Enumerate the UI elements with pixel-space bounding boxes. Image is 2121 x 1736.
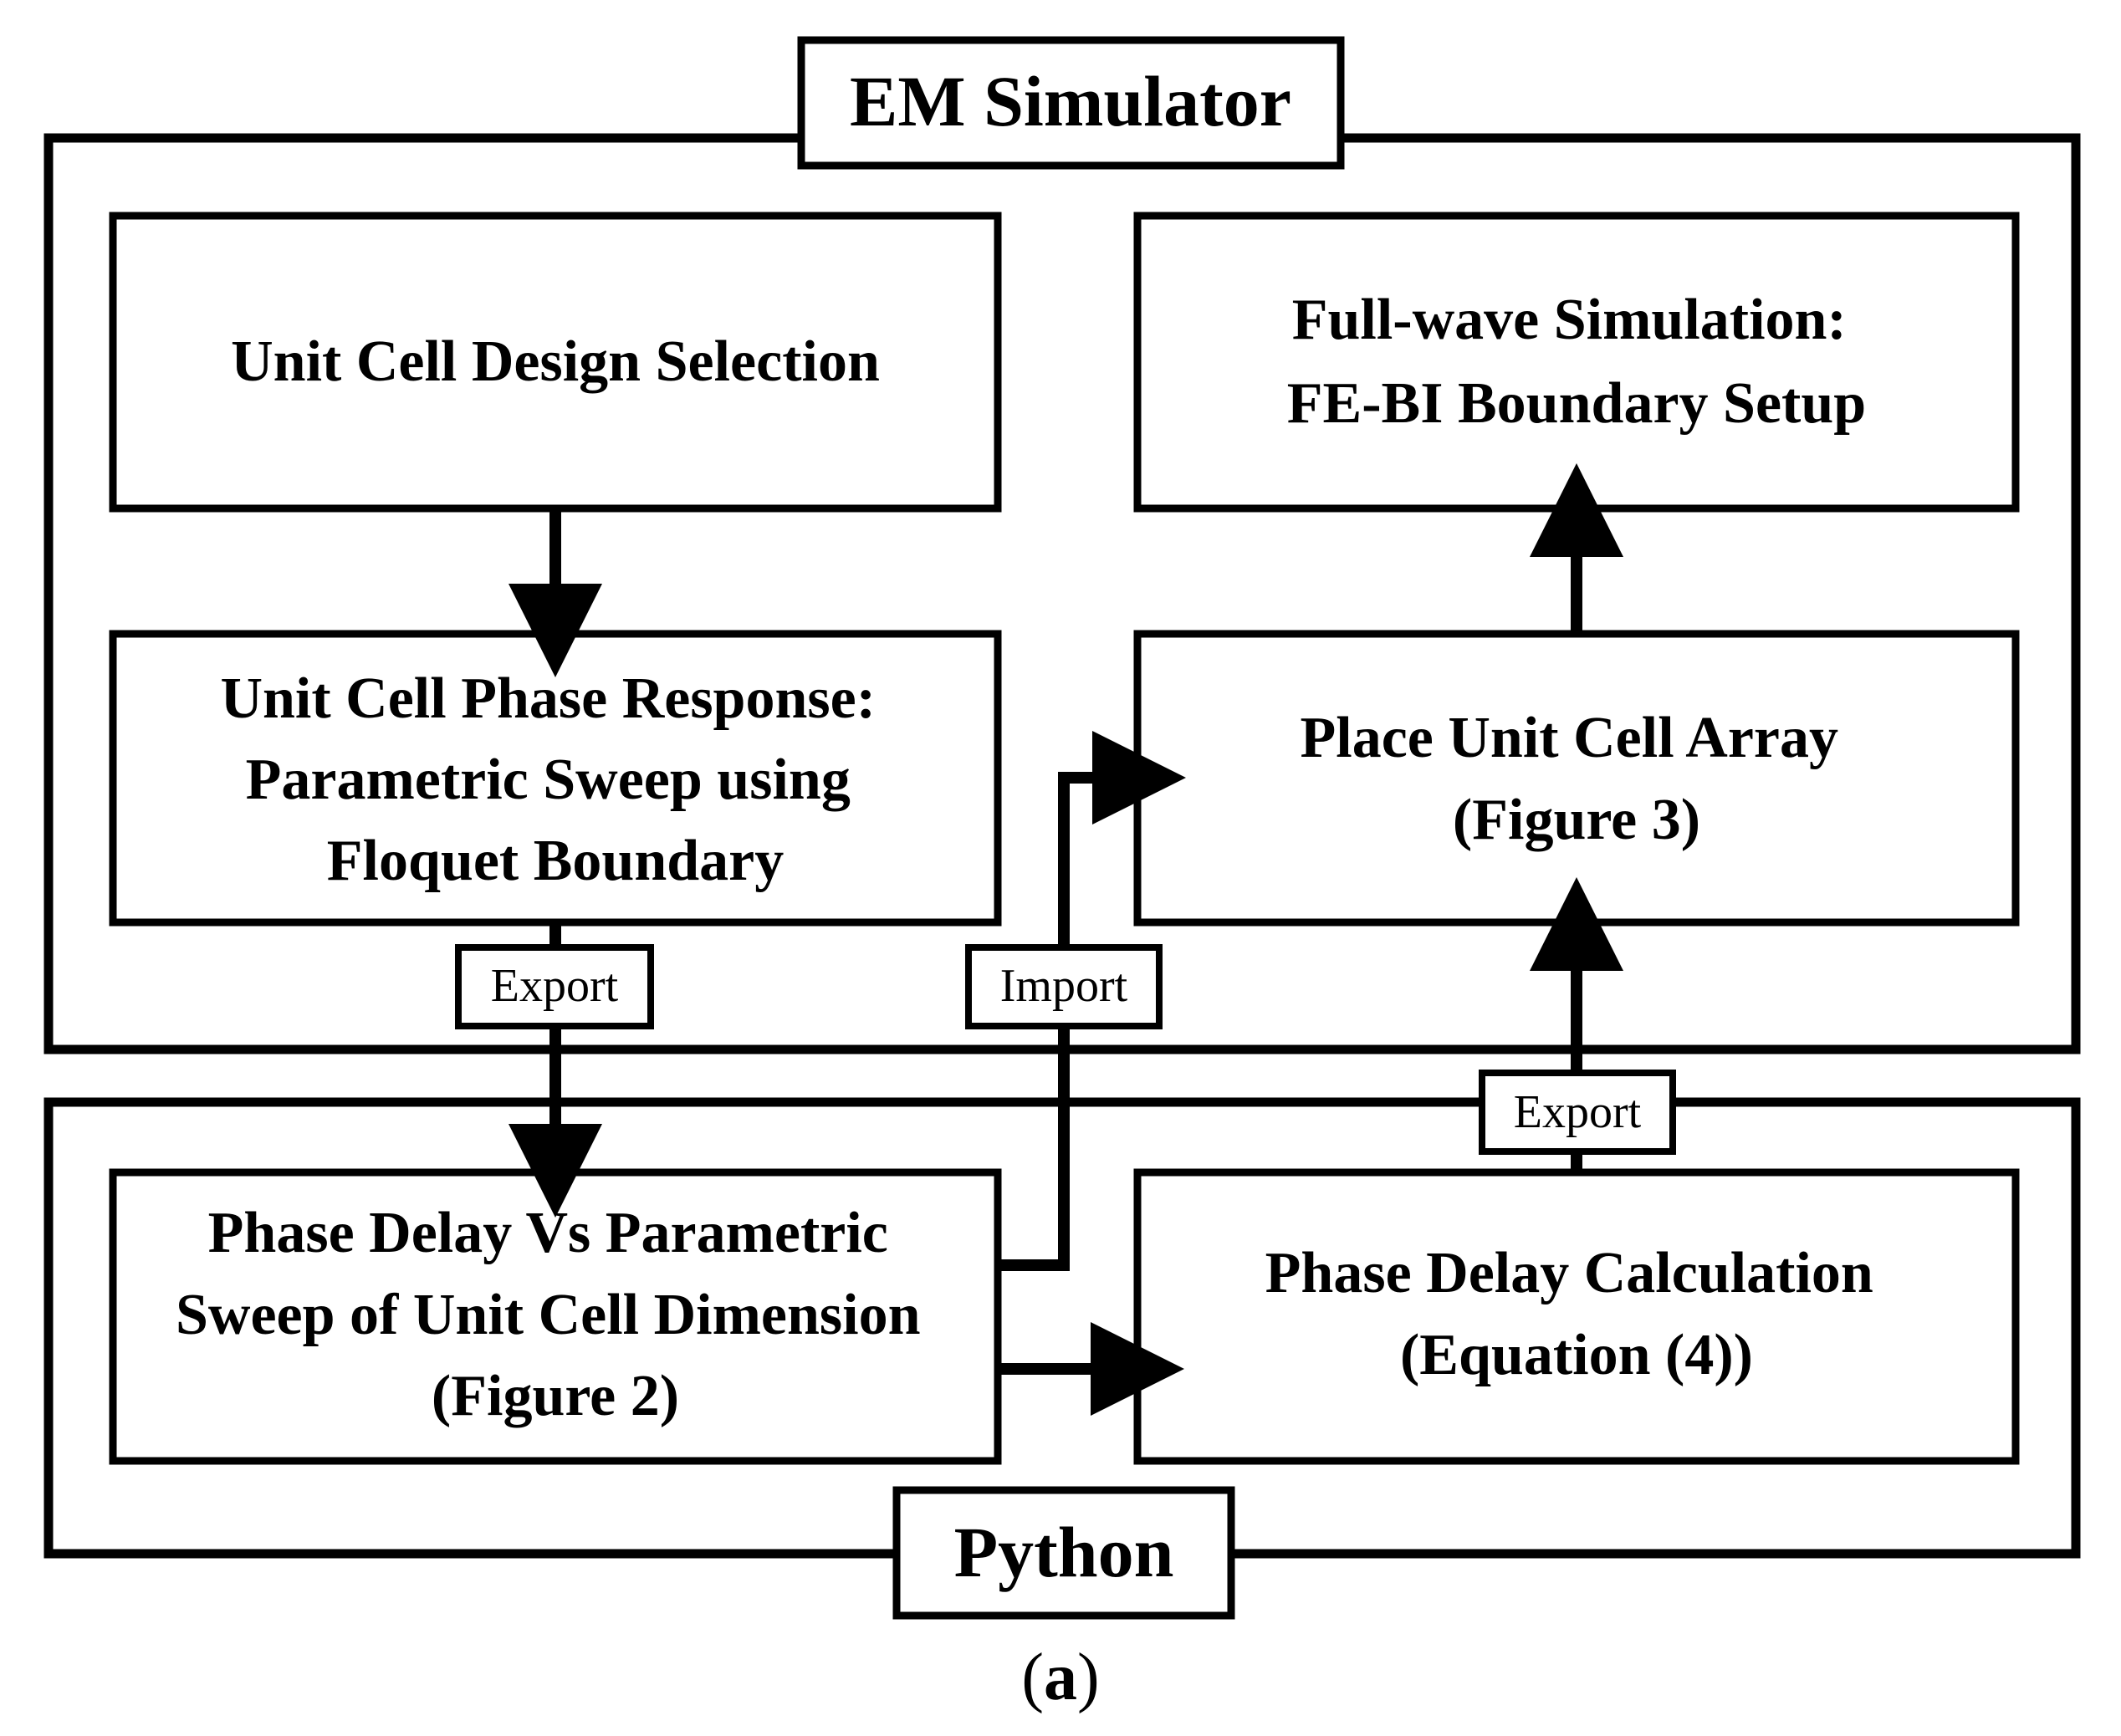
unit-cell-design-box: [109, 212, 1002, 513]
figure-caption: (a): [1021, 1641, 1099, 1714]
python-title: Python: [954, 1512, 1174, 1592]
import-label-box: [965, 944, 1163, 1029]
arrow-sweep-to-place-lower: [998, 1024, 1070, 1271]
caption-letter: a: [1044, 1641, 1077, 1714]
export-left-label: Export: [491, 960, 619, 1012]
phase-delay-calc-text: Phase Delay Calculation (Equation (4)): [1265, 1241, 1888, 1387]
em-simulator-title: EM Simulator: [850, 61, 1291, 141]
phase-delay-calc-box: [1133, 1168, 2020, 1465]
export-right-label-box: [1479, 1070, 1676, 1155]
export-right-label: Export: [1514, 1086, 1642, 1138]
em-simulator-title-box: [797, 36, 1345, 170]
unit-cell-design-text: Unit Cell Design Selection: [231, 329, 880, 394]
import-label: Import: [1000, 960, 1128, 1012]
full-wave-box: [1133, 212, 2020, 513]
place-array-text: Place Unit Cell Array (Figure 3): [1301, 706, 1853, 852]
export-left-label-box: [455, 944, 654, 1029]
caption-close-paren: ): [1077, 1641, 1100, 1714]
caption-open-paren: (: [1021, 1641, 1044, 1714]
place-array-box: [1133, 630, 2020, 927]
full-wave-text: Full-wave Simulation: FE-BI Boundary Set…: [1287, 288, 1866, 436]
unit-cell-phase-text: Unit Cell Phase Response: Parametric Swe…: [220, 666, 890, 893]
unit-cell-phase-box: [109, 630, 1002, 927]
python-title-box: [892, 1486, 1235, 1620]
arrow-sweep-to-place-upper: [1058, 731, 1186, 952]
